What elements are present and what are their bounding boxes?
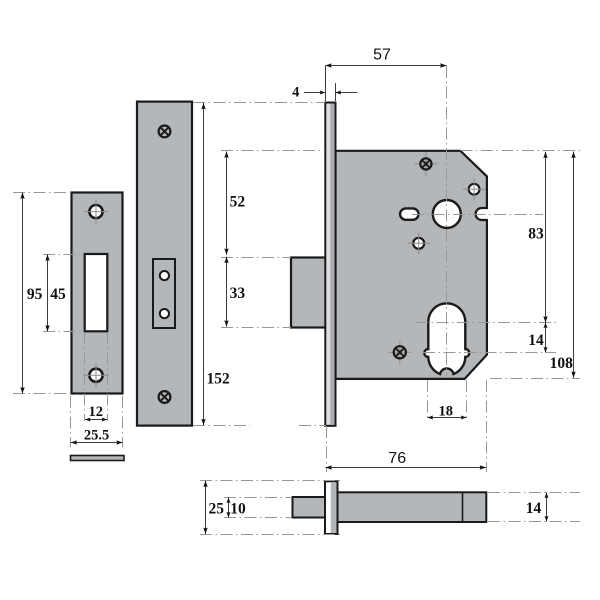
svg-text:152: 152 xyxy=(206,370,230,387)
svg-text:14: 14 xyxy=(528,332,544,349)
svg-text:83: 83 xyxy=(528,226,544,243)
svg-text:14: 14 xyxy=(526,500,542,517)
svg-text:76: 76 xyxy=(388,450,406,467)
svg-text:25: 25 xyxy=(209,500,225,517)
svg-text:4: 4 xyxy=(292,85,299,101)
svg-text:25.5: 25.5 xyxy=(84,428,109,444)
svg-text:10: 10 xyxy=(230,500,246,517)
svg-text:18: 18 xyxy=(439,403,454,419)
svg-text:108: 108 xyxy=(550,355,574,372)
svg-text:45: 45 xyxy=(50,286,66,303)
svg-text:52: 52 xyxy=(230,194,246,211)
svg-text:57: 57 xyxy=(373,47,391,64)
svg-text:95: 95 xyxy=(27,286,43,303)
svg-text:12: 12 xyxy=(89,404,104,420)
svg-text:33: 33 xyxy=(230,285,246,302)
